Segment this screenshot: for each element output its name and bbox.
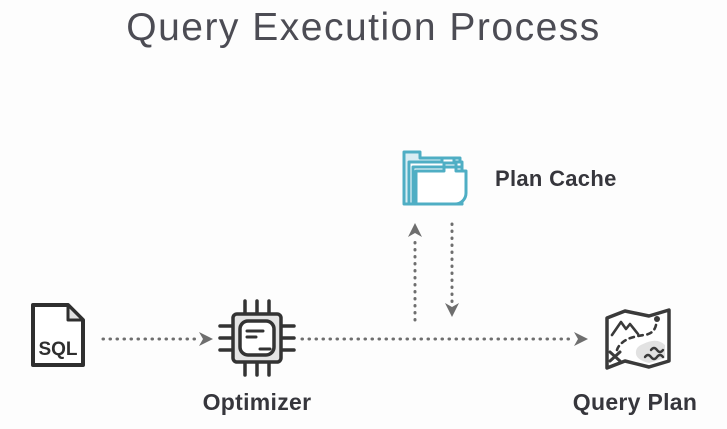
sql-icon-text: SQL [38,339,77,360]
query-plan-label: Query Plan [572,389,698,415]
arrow-sql-to-optimizer [101,331,216,347]
page-title: Query Execution Process [126,6,601,49]
arrow-plan-cache-to-optimizer [444,222,460,318]
cpu-chip-icon [217,298,297,378]
optimizer-label: Optimizer [202,389,312,415]
plan-cache-folder-icon [400,142,472,207]
arrow-optimizer-to-plan-cache [407,222,423,322]
arrow-optimizer-to-query-plan [300,331,592,347]
plan-cache-label: Plan Cache [495,166,617,191]
sql-document-icon: SQL [29,301,87,369]
treasure-map-icon [599,304,675,372]
